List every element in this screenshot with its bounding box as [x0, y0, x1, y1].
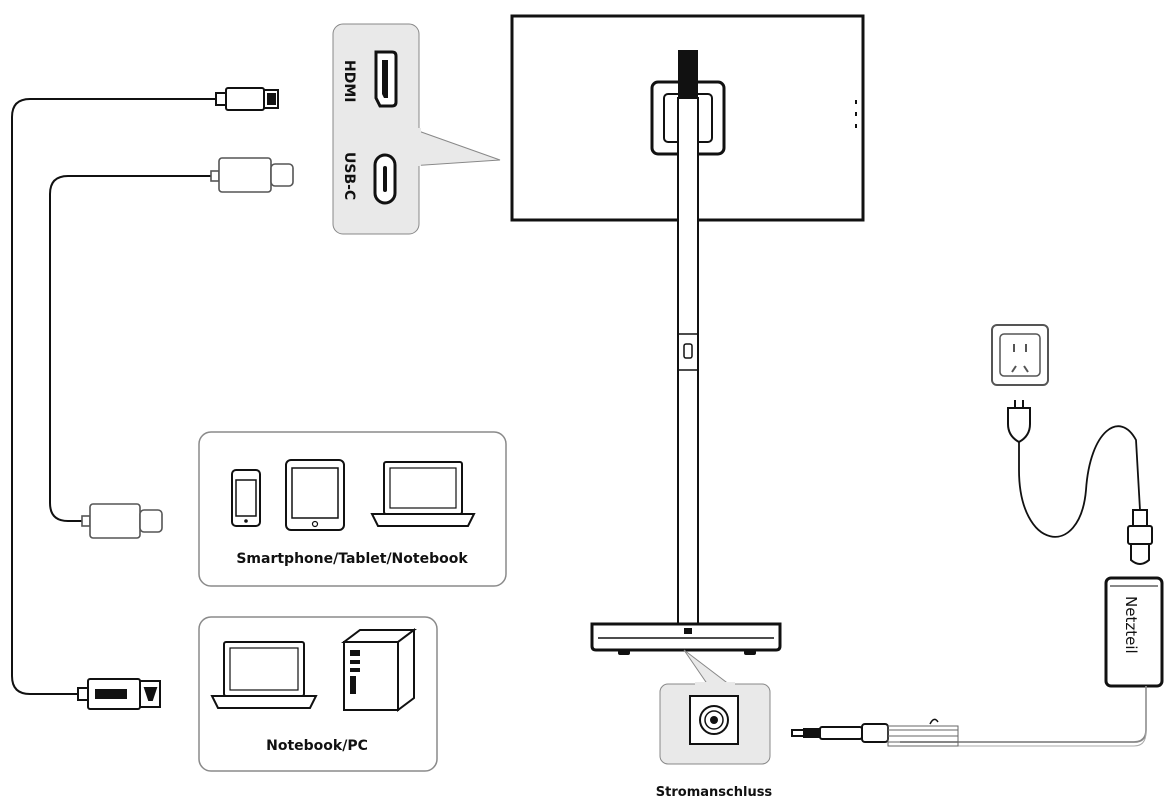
- smartphone-icon: [231, 469, 261, 527]
- tablet-icon: [285, 459, 345, 531]
- usbc-port-label: USB-C: [341, 152, 357, 200]
- hdmi-plug-bottom: [77, 678, 161, 710]
- port-callout: [332, 23, 501, 235]
- power-connector-label: Stromanschluss: [656, 785, 773, 800]
- usbc-plug-top: [210, 157, 294, 193]
- hdmi-port-icon: [374, 50, 398, 108]
- usbc-plug-bottom: [81, 503, 163, 539]
- hdmi-plug-top: [215, 87, 279, 111]
- mains-cable: [1018, 425, 1141, 538]
- notebook-icon: [370, 461, 476, 527]
- wall-socket-icon: [991, 324, 1049, 386]
- usbc-cable: [49, 175, 213, 522]
- dc-cable: [900, 686, 1147, 747]
- iec-connector-icon: [1127, 509, 1153, 565]
- stand-base: [590, 622, 782, 655]
- desktop-pc-icon: [341, 628, 417, 712]
- power-adapter: [1104, 576, 1164, 688]
- dc-plug-icon: [791, 718, 959, 747]
- pc-devices-label: Notebook/PC: [266, 738, 368, 754]
- hdmi-port-label: HDMI: [341, 60, 357, 102]
- mains-plug-icon: [1007, 400, 1031, 444]
- mobile-devices-label: Smartphone/Tablet/Notebook: [236, 551, 468, 567]
- usbc-port-icon: [373, 153, 397, 205]
- power-connector-callout: [659, 649, 771, 765]
- hdmi-cable: [11, 98, 216, 695]
- power-adapter-label: Netzteil: [1122, 596, 1140, 654]
- laptop-icon: [210, 641, 318, 709]
- stand-pole: [677, 50, 699, 627]
